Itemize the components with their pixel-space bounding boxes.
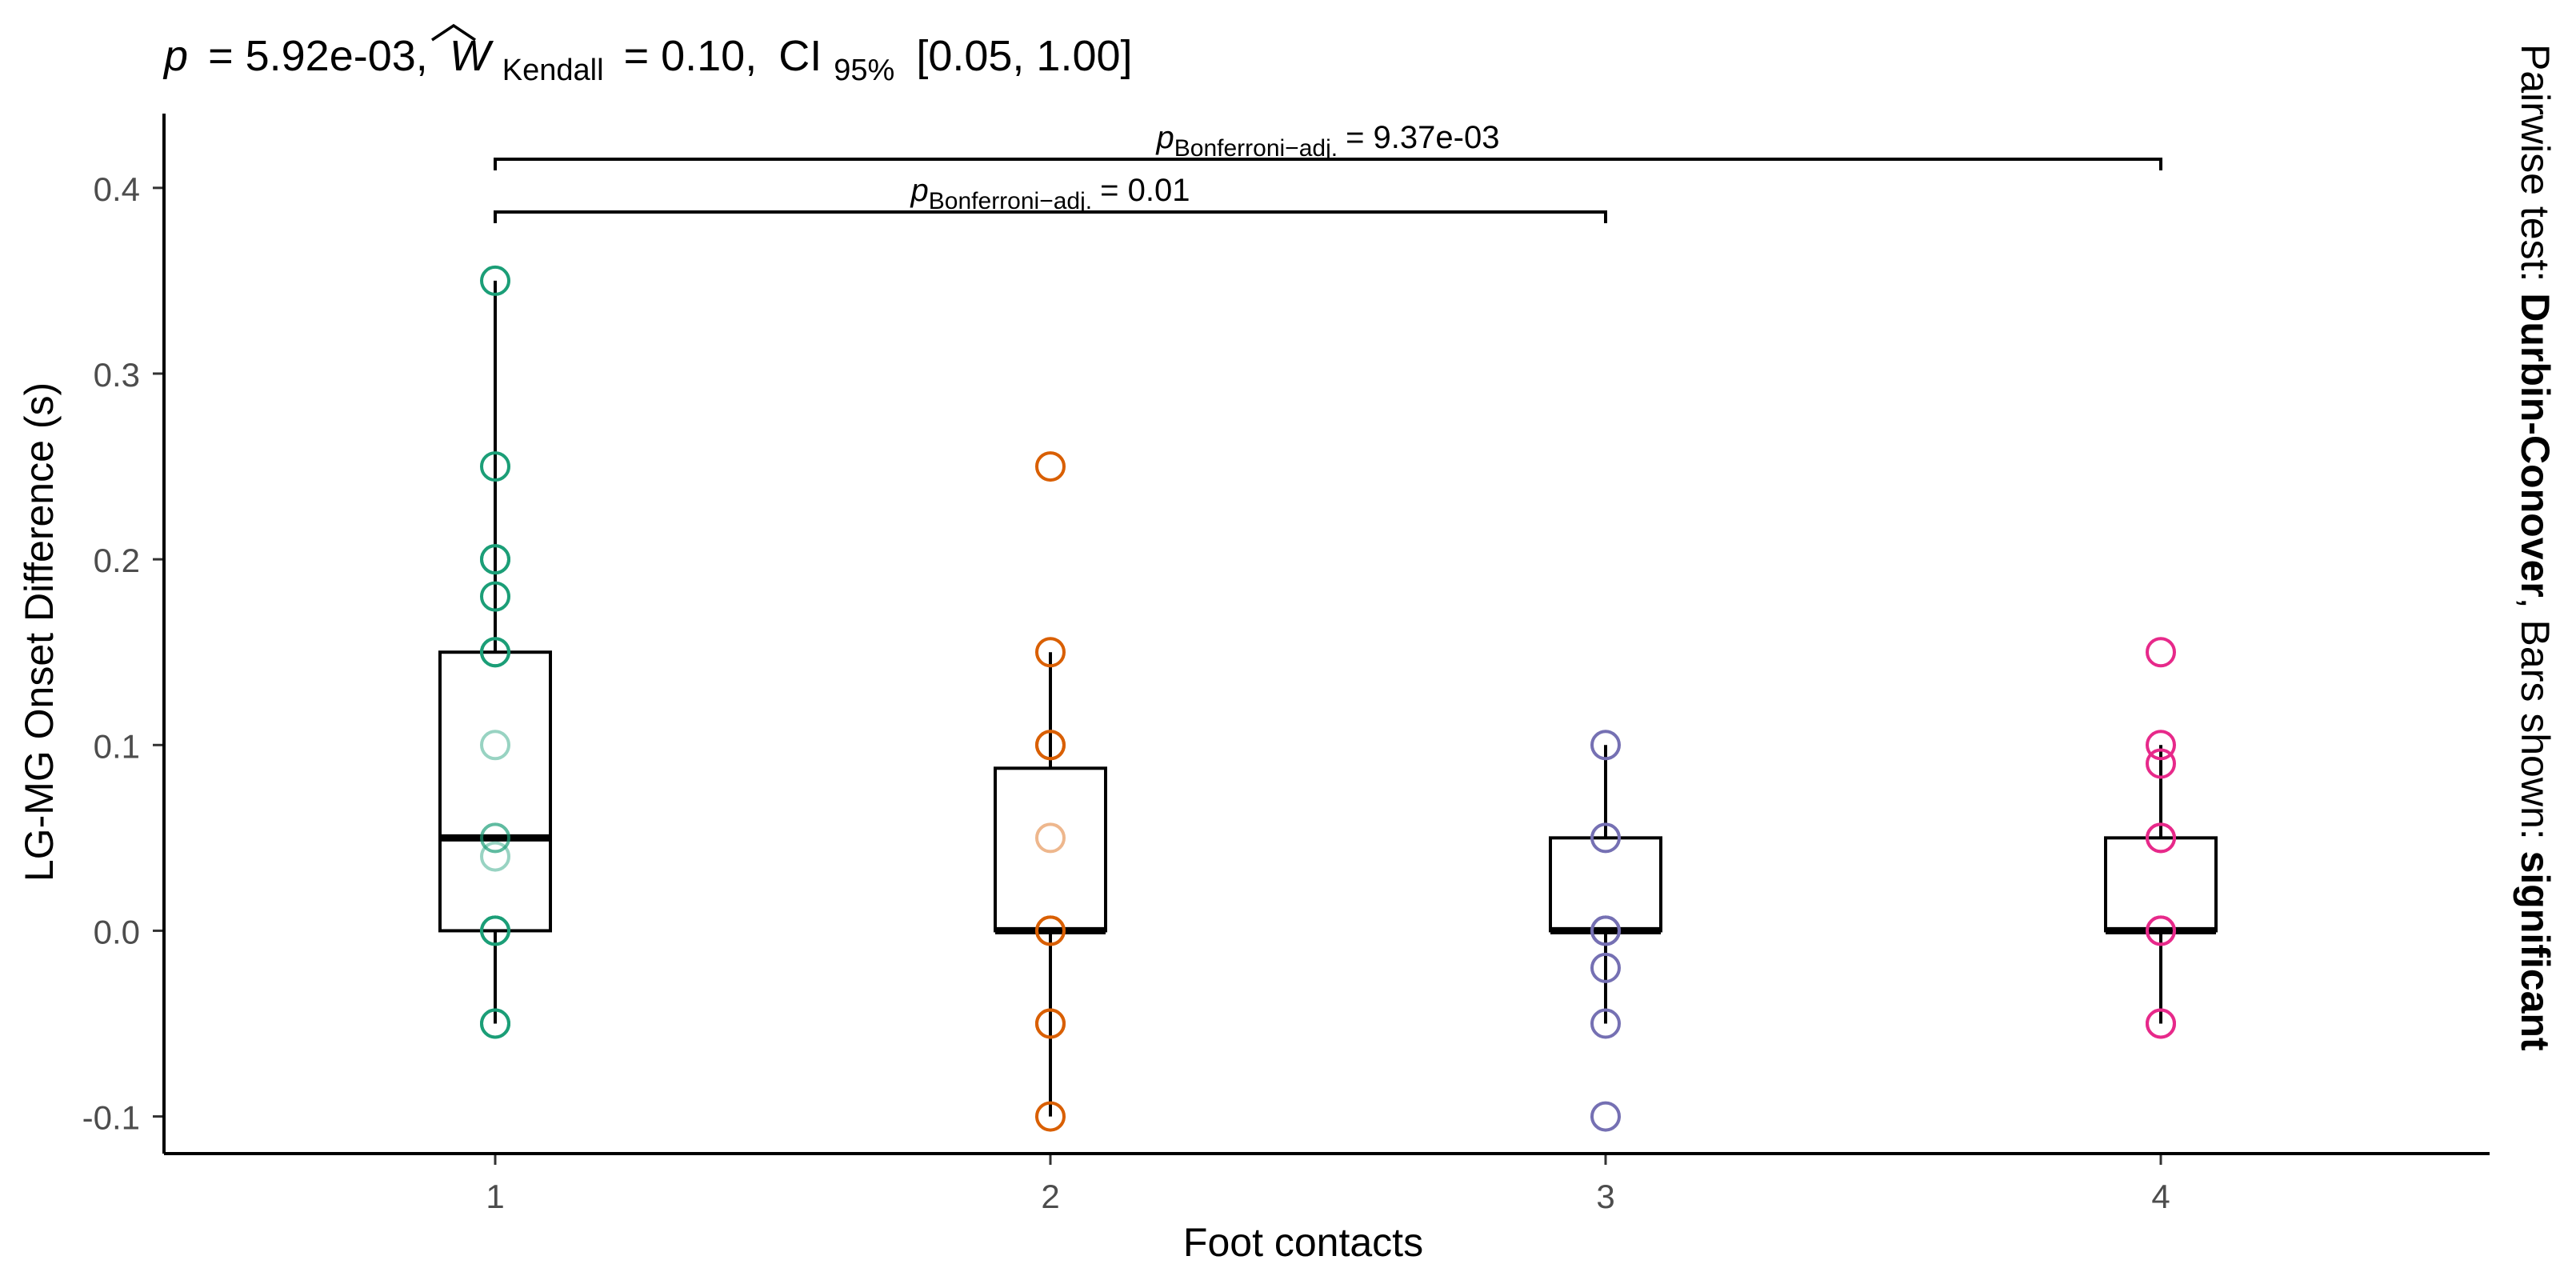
comparison-label-value: = 0.01 (1100, 173, 1190, 208)
data-point (1590, 1101, 1621, 1132)
comparison-label-value: = 9.37e-03 (1346, 120, 1499, 155)
data-point (480, 1008, 510, 1039)
data-points (480, 265, 2176, 1132)
data-point (480, 730, 510, 761)
data-point (1035, 822, 1066, 854)
data-point (2146, 748, 2176, 779)
x-tick-label: 2 (1041, 1178, 1059, 1215)
data-point (2146, 915, 2176, 946)
subtitle-prefix: Pairwise test: (2513, 44, 2558, 293)
data-point (1590, 952, 1621, 983)
comparison-label: pBonferroni−adj. = 0.01 (910, 173, 1190, 214)
title-w-value: = 0.10, (624, 32, 758, 80)
y-tick-label: -0.1 (82, 1099, 140, 1137)
comparison-label-p: p (1156, 120, 1174, 155)
subtitle-mid: , Bars shown: (2513, 598, 2558, 851)
comparison-label-sub: Bonferroni−adj. (929, 188, 1092, 214)
chart-subtitle: Pairwise test: Durbin-Conover, Bars show… (2513, 44, 2558, 1051)
comparison-label-p: p (910, 173, 929, 208)
data-point (2146, 1008, 2176, 1039)
data-point (480, 637, 510, 668)
data-point (480, 915, 510, 946)
y-axis-label: LG-MG Onset Difference (s) (17, 382, 62, 882)
comparison-label: pBonferroni−adj. = 9.37e-03 (1156, 120, 1500, 162)
x-tick-label: 3 (1596, 1178, 1614, 1215)
data-point (480, 581, 510, 612)
data-point (1590, 730, 1621, 761)
data-point (2146, 637, 2176, 668)
data-point (480, 265, 510, 296)
x-axis-label: Foot contacts (1183, 1220, 1423, 1265)
subtitle-bars-shown: significant (2513, 851, 2558, 1051)
data-point (1035, 1008, 1066, 1039)
subtitle-test-name: Durbin-Conover (2513, 293, 2558, 598)
box-body (994, 766, 1107, 933)
x-tick-label: 4 (2151, 1178, 2170, 1215)
y-tick-label: 0.4 (94, 170, 140, 208)
box-body (438, 650, 552, 933)
data-point (1035, 730, 1066, 761)
title-ci-sub: 95% (834, 54, 894, 87)
comparison-label-sub: Bonferroni−adj. (1174, 135, 1338, 162)
box-plots (438, 280, 2218, 1117)
comparison-bracket (494, 158, 2162, 170)
title-ci-value: [0.05, 1.00] (916, 32, 1132, 80)
x-tick-labels: 1 2 3 4 (486, 1154, 2170, 1215)
data-point (1035, 637, 1066, 668)
title-w-hat (431, 23, 476, 42)
data-point (1035, 1101, 1066, 1132)
data-point (1035, 915, 1066, 946)
y-tick-label: 0.0 (94, 913, 140, 950)
title-w-label: W (450, 32, 494, 80)
data-point (480, 841, 510, 872)
y-tick-label: 0.2 (94, 542, 140, 579)
chart-title: p = 5.92e-03, W Kendall = 0.10, CI 95% [… (162, 32, 1133, 90)
data-point (2146, 822, 2176, 854)
data-point (1590, 822, 1621, 854)
y-tick-labels: -0.1 0.0 0.1 0.2 0.3 0.4 (82, 170, 164, 1137)
y-tick-label: 0.1 (94, 727, 140, 765)
y-tick-label: 0.3 (94, 356, 140, 394)
x-tick-label: 1 (486, 1178, 504, 1215)
title-ci-label: CI (778, 32, 822, 80)
comparison-bracket (494, 210, 1607, 223)
title-p-value: = 5.92e-03, (208, 32, 428, 80)
comparison-brackets: pBonferroni−adj.= 9.37e-03pBonferroni−ad… (494, 120, 2162, 223)
data-point (1590, 915, 1621, 946)
title-w-sub: Kendall (502, 54, 604, 87)
data-point (480, 822, 510, 854)
data-point (480, 822, 510, 854)
data-point (480, 451, 510, 482)
title-p-label: p (162, 32, 188, 80)
data-point (2146, 730, 2176, 761)
data-point (480, 544, 510, 575)
data-point (1590, 1008, 1621, 1039)
data-point (1035, 451, 1066, 482)
